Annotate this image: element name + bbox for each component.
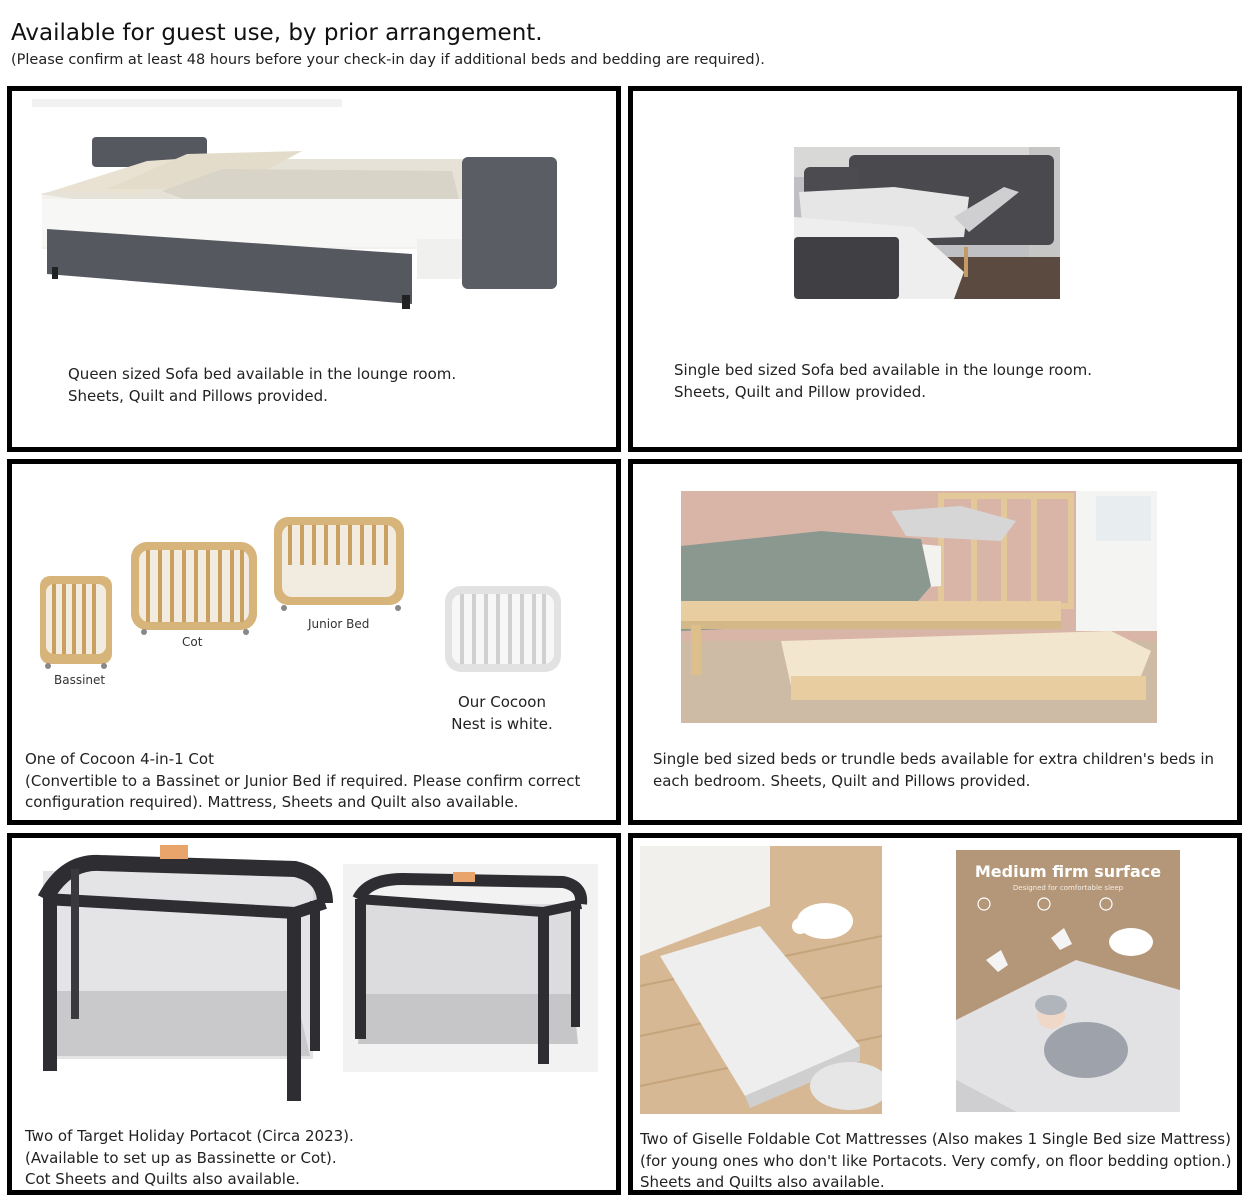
cot-label: Cot	[182, 635, 203, 649]
trundle-bed-photo	[681, 491, 1157, 723]
cocoon-cot-photo: Bassinet Cot Junior Bed	[40, 517, 404, 687]
caption-line: (Convertible to a Bassinet or Junior Bed…	[25, 771, 581, 790]
caption-line: Single bed sized beds or trundle beds av…	[653, 750, 1214, 768]
queen-sofa-bed-caption: Queen sized Sofa bed available in the lo…	[68, 364, 456, 407]
cot-mattress-caption: Two of Giselle Foldable Cot Mattresses (…	[640, 1129, 1232, 1191]
note-line: Our Cocoon	[457, 693, 546, 711]
caption-line: One of Cocoon 4-in-1 Cot	[25, 750, 214, 768]
caption-line: Sheets and Quilts also available.	[640, 1173, 885, 1191]
bassinet-label: Bassinet	[54, 673, 105, 687]
mattress-ad-illustration	[956, 897, 1180, 1112]
caption-line: Queen sized Sofa bed available in the lo…	[68, 365, 457, 383]
caption-line: Sheets, Quilt and Pillows provided.	[68, 386, 328, 405]
trundle-bed-caption: Single bed sized beds or trundle beds av…	[653, 749, 1214, 792]
caption-line: (for young ones who don't like Portacots…	[640, 1151, 1232, 1170]
mattress-ad-photo: Medium firm surface Designed for comfort…	[956, 850, 1180, 1112]
mattress-ad-subheading: Designed for comfortable sleep	[1012, 884, 1124, 892]
caption-line: (Available to set up as Bassinette or Co…	[25, 1148, 337, 1167]
portacot-photo-1	[25, 841, 340, 1113]
page-title: Available for guest use, by prior arrang…	[11, 20, 543, 46]
caption-line: Cot Sheets and Quilts also available.	[25, 1170, 300, 1188]
single-sofa-bed-photo	[794, 147, 1060, 299]
caption-line: Two of Target Holiday Portacot (Circa 20…	[25, 1127, 354, 1145]
queen-sofa-bed-panel: Queen sized Sofa bed available in the lo…	[7, 86, 621, 452]
junior-bed-label: Junior Bed	[307, 617, 369, 631]
cocoon-white-note: Our Cocoon Nest is white.	[437, 691, 567, 735]
caption-line: each bedroom. Sheets, Quilt and Pillows …	[653, 771, 1031, 790]
portacot-caption: Two of Target Holiday Portacot (Circa 20…	[25, 1126, 354, 1190]
caption-line: Two of Giselle Foldable Cot Mattresses (…	[640, 1130, 1231, 1148]
white-cocoon-nest-photo	[445, 586, 561, 672]
folded-mattress-photo	[640, 846, 882, 1114]
single-sofa-bed-panel: Single bed sized Sofa bed available in t…	[628, 86, 1242, 452]
caption-line: Single bed sized Sofa bed available in t…	[674, 361, 1093, 379]
caption-line: Sheets, Quilt and Pillow provided.	[674, 382, 927, 401]
portacot-photo-2	[343, 864, 598, 1072]
single-sofa-bed-caption: Single bed sized Sofa bed available in t…	[674, 360, 1092, 403]
note-line: Nest is white.	[451, 715, 553, 733]
cot-mattress-panel: Medium firm surface Designed for comfort…	[628, 833, 1242, 1195]
mattress-ad-heading: Medium firm surface	[974, 862, 1162, 881]
cocoon-cot-panel: Bassinet Cot Junior Bed Our Cocoon Nest …	[7, 459, 621, 825]
queen-sofa-bed-photo	[32, 99, 557, 309]
portacot-panel: Two of Target Holiday Portacot (Circa 20…	[7, 833, 621, 1195]
page-subtitle: (Please confirm at least 48 hours before…	[11, 52, 765, 68]
trundle-bed-panel: Single bed sized beds or trundle beds av…	[628, 459, 1242, 825]
cocoon-cot-caption: One of Cocoon 4-in-1 Cot (Convertible to…	[25, 749, 580, 814]
caption-line: configuration required). Mattress, Sheet…	[25, 793, 519, 811]
